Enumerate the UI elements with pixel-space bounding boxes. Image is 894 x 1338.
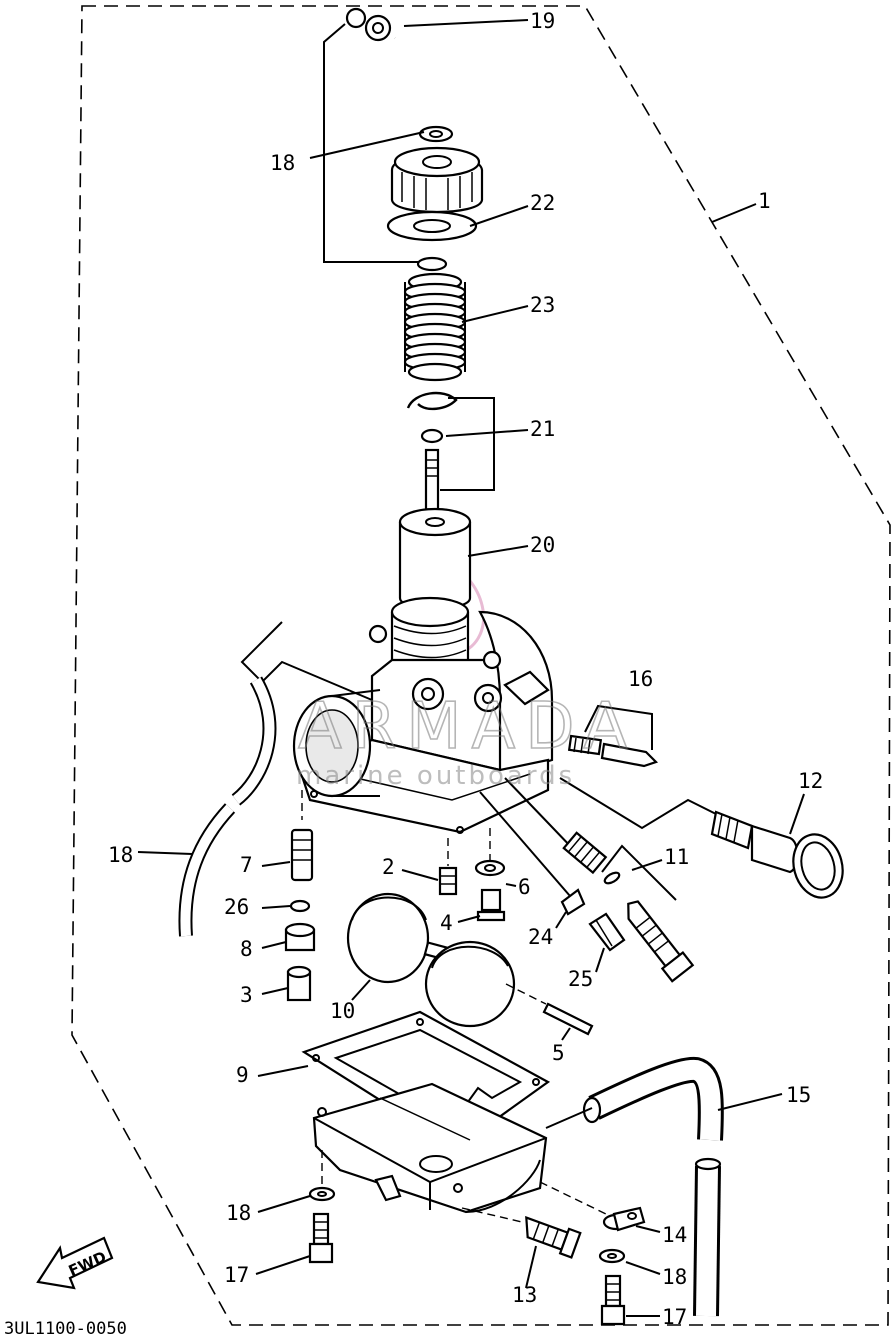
part-jet-26 [479,791,586,916]
part-o-ring-28 [289,899,311,913]
part-throttle-valve-22 [398,507,472,610]
part-washer-18-right [598,1248,626,1264]
callout-4: 4 [440,911,453,935]
part-drain-tube-15 [582,1056,724,1317]
callout-19: 18 [108,843,133,867]
callout-18-right: 18 [662,1265,687,1289]
watermark-tagline: marine outboards [296,761,575,791]
callout-25: 23 [530,293,555,317]
callout-labels: 19 18 22 1 23 21 20 16 12 11 18 7 2 6 26… [108,9,823,1329]
part-overflow-tube-19 [178,676,277,937]
callout-21: 19 [530,9,555,33]
part-pilot-jet-2 [438,838,458,896]
callout-9: 9 [236,1063,249,1087]
part-washer-18-left [308,1150,336,1202]
callout-20: 18 [270,151,295,175]
callout-23: 21 [530,417,555,441]
spring-coil [407,362,463,382]
part-float-bowl [312,1082,548,1214]
part-jet-holder-8 [284,922,316,952]
callout-17-left: 17 [224,1263,249,1287]
part-screw-17-left [308,1212,334,1264]
callout-14: 14 [662,1223,687,1247]
part-clamp-14 [539,1181,646,1232]
callout-2: 2 [382,855,395,879]
part-main-jet-3 [286,965,312,1002]
watermark-brand: ARMADA [298,690,637,764]
part-fuel-hose-21 [345,7,444,118]
callout-6: 6 [518,875,531,899]
assembly-boundary [71,5,891,1326]
callout-26: 24 [528,925,553,949]
callout-10: 10 [330,999,355,1023]
part-washer-20 [418,125,454,143]
callout-1: 1 [758,189,771,213]
callout-18-left: 18 [226,1201,251,1225]
callout-24: 22 [530,191,555,215]
spring-outline [404,282,466,372]
part-needle-clip-23 [406,391,495,491]
leader-lines [137,19,805,1317]
part-gasket-24 [386,210,478,242]
part-needle-jet-7 [290,790,314,882]
part-float-10 [346,892,516,1028]
fwd-arrow-icon: FWD [36,1236,114,1290]
callout-5: 5 [552,1041,565,1065]
part-jet-27 [588,912,626,952]
part-mixing-chamber-cap [390,146,484,214]
callout-28: 26 [224,895,249,919]
part-needle-valve-4 [476,888,506,922]
part-washer-6 [474,828,506,877]
part-throttle-stop-screw-11 [504,777,695,983]
part-drain-screw-13 [461,1207,582,1259]
callout-13: 13 [512,1283,537,1307]
part-starter-plunger-12 [710,810,844,899]
callout-7: 7 [240,853,253,877]
callout-11: 11 [664,845,689,869]
callout-12: 12 [798,769,823,793]
part-pilot-screw-16 [567,704,659,768]
callout-22: 20 [530,533,555,557]
part-float-pin-5 [505,983,594,1036]
callout-15: 15 [786,1083,811,1107]
callout-3: 3 [240,983,253,1007]
part-screw-17-right [600,1274,626,1326]
part-clip-top [416,256,448,272]
callout-8: 8 [240,937,253,961]
callout-17-right: 17 [662,1305,687,1329]
callout-27: 25 [568,967,593,991]
part-throttle-spring-25 [403,272,467,382]
part-carburetor-body [292,596,554,834]
drawing-code: 3UL1100-0050 [4,1319,127,1338]
callout-16: 16 [628,667,653,691]
